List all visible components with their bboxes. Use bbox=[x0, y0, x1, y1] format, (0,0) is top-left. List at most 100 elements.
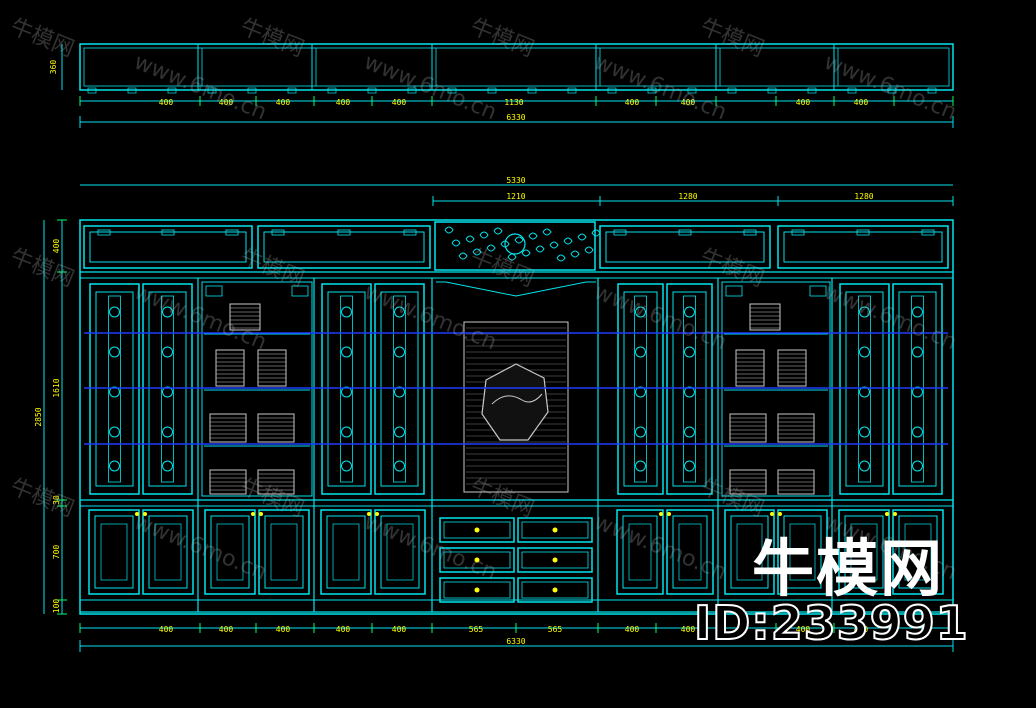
carve-leaf bbox=[493, 227, 503, 235]
drawer-inner bbox=[443, 551, 511, 569]
cornice-ornament bbox=[161, 229, 175, 236]
door-knob bbox=[770, 512, 774, 516]
lower-door-inset bbox=[386, 523, 414, 581]
book-stack bbox=[229, 303, 261, 331]
book-stack bbox=[209, 413, 247, 443]
plan-segment-label: 400 bbox=[796, 98, 811, 107]
carve-center bbox=[504, 233, 526, 255]
plan-segment-label: 400 bbox=[854, 98, 869, 107]
door-knob bbox=[778, 512, 782, 516]
book-stack bbox=[257, 413, 295, 443]
lattice-rosette bbox=[684, 460, 695, 472]
drawer-knob bbox=[474, 557, 480, 563]
glass-door bbox=[89, 283, 140, 495]
door-knob bbox=[251, 512, 255, 516]
drawer-knob bbox=[474, 587, 480, 593]
plan-segment-label: 400 bbox=[219, 98, 234, 107]
cornice-ornament bbox=[743, 229, 757, 236]
lattice-rosette bbox=[684, 306, 695, 318]
glass-door bbox=[142, 283, 193, 495]
lower-door-inset bbox=[678, 523, 702, 581]
lattice-rosette bbox=[394, 386, 405, 398]
plan-foot bbox=[527, 87, 537, 94]
plan-foot bbox=[807, 87, 817, 94]
glass-door-frame bbox=[623, 291, 658, 487]
cornice-ornament bbox=[791, 229, 805, 236]
glass-door-frame bbox=[845, 291, 884, 487]
plan-segment-label: 400 bbox=[625, 98, 640, 107]
door-knob bbox=[659, 512, 663, 516]
plan-segment-label: 1130 bbox=[504, 98, 523, 107]
glass-door-lattice bbox=[108, 295, 121, 483]
elev-left-height-label: 700 bbox=[52, 545, 61, 560]
lower-door-panel bbox=[148, 515, 188, 589]
elev-bottom-seg-label: 400 bbox=[625, 625, 640, 634]
plan-foot bbox=[487, 87, 497, 94]
plan-foot bbox=[367, 87, 377, 94]
lower-door-inset bbox=[850, 523, 878, 581]
carve-leaf bbox=[500, 240, 510, 248]
drawer-inner bbox=[521, 521, 589, 539]
carve-leaf bbox=[577, 233, 587, 241]
cornice-ornament bbox=[271, 229, 285, 236]
plan-foot bbox=[87, 87, 97, 94]
carve-leaf bbox=[451, 239, 461, 247]
carve-leaf bbox=[507, 253, 517, 261]
center-arch bbox=[436, 281, 596, 297]
book-stack bbox=[735, 349, 765, 387]
lower-door-panel bbox=[264, 515, 304, 589]
plan-height-label: 360 bbox=[49, 60, 58, 75]
glass-door-lattice bbox=[340, 295, 353, 483]
lattice-rosette bbox=[635, 460, 646, 472]
lower-door bbox=[258, 509, 310, 595]
lattice-rosette bbox=[394, 426, 405, 438]
elev-left-height-label: 400 bbox=[52, 239, 61, 254]
plan-total-label: 6330 bbox=[506, 113, 525, 122]
elev-top-seg-label: 1280 bbox=[854, 192, 873, 201]
carve-leaf bbox=[535, 245, 545, 253]
plan-foot bbox=[687, 87, 697, 94]
lower-door-inset bbox=[154, 523, 182, 581]
plan-foot bbox=[327, 87, 337, 94]
lattice-rosette bbox=[859, 306, 870, 318]
cornice-ornament bbox=[225, 229, 239, 236]
lower-door-panel bbox=[730, 515, 769, 589]
cornice-ornament bbox=[856, 229, 870, 236]
cornice-panel bbox=[257, 225, 431, 269]
glass-door-lattice bbox=[858, 295, 871, 483]
drawer-knob bbox=[552, 587, 558, 593]
carve-leaf bbox=[486, 244, 496, 252]
plan-foot bbox=[207, 87, 217, 94]
door-knob bbox=[143, 512, 147, 516]
book-stack bbox=[749, 303, 781, 331]
fret-corner bbox=[205, 285, 223, 297]
lattice-rosette bbox=[109, 460, 120, 472]
plan-foot bbox=[167, 87, 177, 94]
drawer bbox=[439, 577, 515, 603]
lattice-rosette bbox=[912, 346, 923, 358]
carve-leaf bbox=[542, 228, 552, 236]
model-id-text: ID:233991 bbox=[693, 595, 969, 651]
lattice-rosette bbox=[341, 460, 352, 472]
fret-corner bbox=[291, 285, 309, 297]
glass-door-frame bbox=[380, 291, 419, 487]
cornice-ornament bbox=[678, 229, 692, 236]
fret-corner bbox=[725, 285, 743, 297]
lattice-rosette bbox=[162, 346, 173, 358]
lower-door bbox=[724, 509, 775, 595]
glass-door-frame bbox=[148, 291, 187, 487]
lower-door bbox=[666, 509, 714, 595]
lattice-rosette bbox=[341, 426, 352, 438]
plan-foot bbox=[407, 87, 417, 94]
cornice-ornament bbox=[403, 229, 417, 236]
carve-leaf bbox=[444, 226, 454, 234]
plan-foot bbox=[647, 87, 657, 94]
elev-bottom-seg-label: 400 bbox=[681, 625, 696, 634]
elev-left-height-label: 100 bbox=[52, 599, 61, 614]
glass-door-frame bbox=[95, 291, 134, 487]
lower-door-panel bbox=[622, 515, 658, 589]
lower-door-inset bbox=[789, 523, 816, 581]
glass-door-lattice bbox=[911, 295, 924, 483]
